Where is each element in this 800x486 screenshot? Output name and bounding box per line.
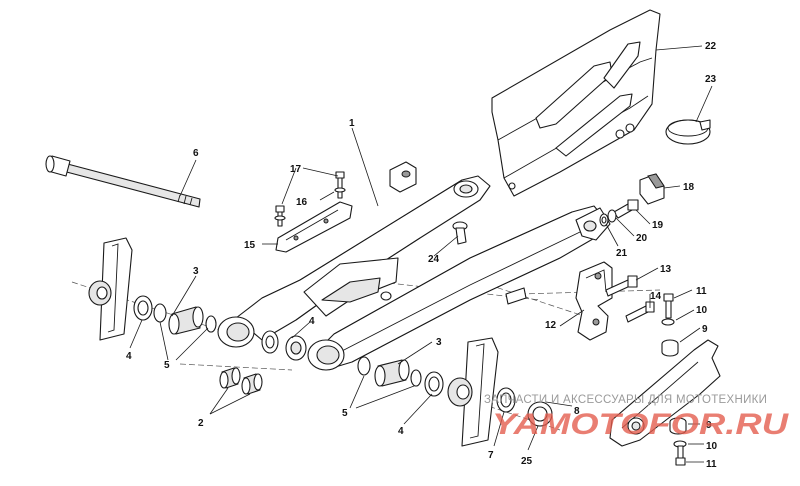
callout-2: 2 (198, 418, 204, 429)
callout-10-upper: 10 (696, 305, 708, 316)
swingarm (217, 175, 611, 371)
bolt-11-lower (675, 445, 686, 466)
bush-mid (285, 335, 307, 361)
callout-13: 13 (660, 264, 672, 275)
callout-19: 19 (652, 220, 664, 231)
callout-11-lower: 11 (706, 459, 717, 470)
bearing-3-left (168, 306, 204, 335)
hose-clamp (665, 119, 711, 145)
callout-4-right: 4 (398, 426, 404, 437)
spacer-9-lower (669, 417, 687, 435)
chain-slider (609, 339, 721, 447)
callout-12: 12 (545, 320, 557, 331)
callout-25: 25 (521, 456, 533, 467)
washer-21 (599, 213, 609, 227)
callout-24: 24 (428, 254, 440, 265)
callout-5-left: 5 (164, 360, 170, 371)
bush-25 (527, 401, 553, 427)
bolt-13 (605, 275, 638, 297)
needle-bearing-2a (219, 367, 241, 389)
frame-plate-right (447, 337, 499, 447)
callout-21: 21 (616, 248, 628, 259)
callout-23: 23 (705, 74, 717, 85)
callout-1: 1 (349, 118, 355, 129)
callout-10-lower: 10 (706, 441, 718, 452)
watermark-caption: ЗАПЧАСТИ И АКСЕССУАРЫ ДЛЯ МОТОТЕХНИКИ (484, 394, 767, 406)
watermark: ЗАПЧАСТИ И АКСЕССУАРЫ ДЛЯ МОТОТЕХНИКИ YA… (484, 394, 790, 441)
leader-lines (129, 45, 713, 463)
ring-5-left (153, 303, 167, 323)
seal-4-mid (261, 330, 279, 354)
rubber-block (639, 173, 665, 205)
spacer-9-upper (661, 339, 679, 357)
needle-bearing-2b (241, 373, 263, 395)
callouts: 1 2 3 3 4 4 4 5 5 6 7 8 9 9 10 10 11 11 … (126, 41, 718, 470)
callout-4-mid: 4 (309, 316, 315, 327)
callout-16: 16 (296, 197, 308, 208)
callout-6: 6 (193, 148, 199, 159)
bolt-24 (452, 221, 468, 245)
bolt-11-upper (663, 293, 674, 319)
seal-4-left (133, 295, 153, 321)
ring-5-right (357, 356, 371, 376)
chain-guard (491, 9, 661, 197)
callout-4-left: 4 (126, 351, 132, 362)
callout-20: 20 (636, 233, 648, 244)
callout-22: 22 (705, 41, 717, 52)
guide-bolt-upper (334, 171, 346, 199)
washer-10-upper (661, 318, 675, 326)
bracket (575, 261, 613, 341)
callout-3-left: 3 (193, 266, 199, 277)
ring-5-left-inner (205, 315, 217, 333)
watermark-brand: YAMOTOFOR.RU (492, 408, 790, 441)
callout-8: 8 (574, 406, 580, 417)
callout-18: 18 (683, 182, 695, 193)
callout-15: 15 (244, 240, 256, 251)
washer-20 (607, 209, 617, 223)
callout-5-right: 5 (342, 408, 348, 419)
seal-7 (496, 387, 516, 413)
ring-5-right-inner (410, 369, 422, 387)
callout-9-upper: 9 (702, 324, 708, 335)
chain-guide (275, 201, 353, 253)
callout-11-upper: 11 (696, 286, 707, 297)
callout-3-right: 3 (436, 337, 442, 348)
seal-4-right (424, 371, 444, 397)
pivot-shaft (45, 155, 201, 208)
bolt-19 (613, 199, 639, 219)
frame-plate-left (88, 237, 133, 341)
bearing-3-right (374, 359, 410, 387)
callout-9-lower: 9 (706, 420, 712, 431)
callout-14: 14 (650, 291, 662, 302)
callout-17: 17 (290, 164, 302, 175)
rubber-pad (389, 161, 417, 193)
guide-bolt-lower (274, 205, 286, 227)
callout-7: 7 (488, 450, 494, 461)
